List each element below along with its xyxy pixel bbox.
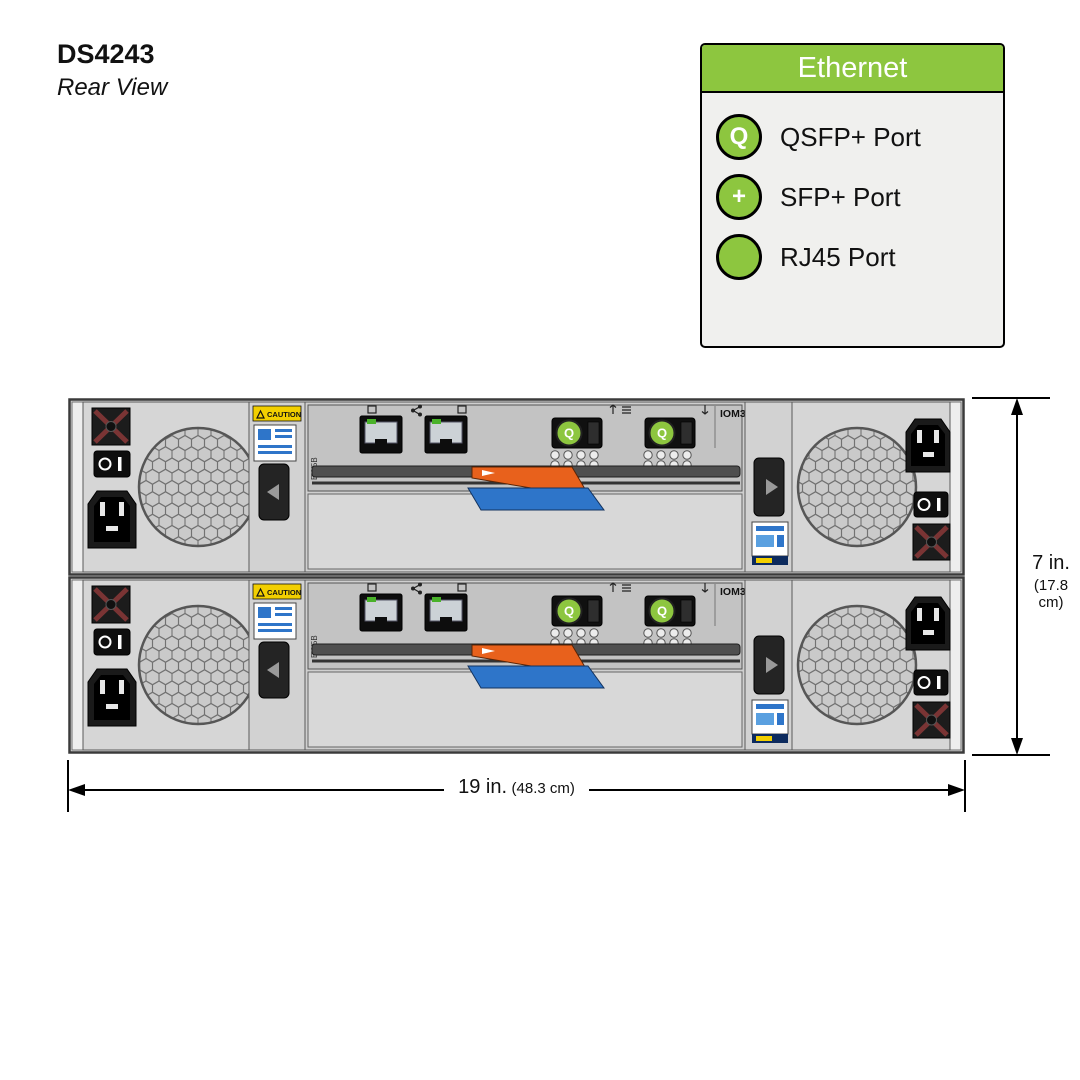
title-block: DS4243 Rear View — [57, 39, 168, 102]
legend-label-rj45: RJ45 Port — [780, 241, 896, 272]
sfp-port-icon: + — [716, 174, 762, 220]
arrowhead-down-icon — [1011, 738, 1023, 755]
shelf-bottom — [70, 578, 964, 753]
legend-item-rj45: RJ45 Port — [702, 227, 1003, 287]
height-value: 7 in. — [1032, 552, 1070, 574]
chassis-svg: Q — [68, 398, 965, 754]
legend: Ethernet Q QSFP+ Port + SFP+ Port RJ45 P… — [700, 43, 1005, 348]
width-metric: (48.3 cm) — [511, 780, 575, 797]
chassis-rear-view: Q — [68, 398, 965, 754]
width-dimension-label: 19 in. (48.3 cm) — [68, 776, 965, 799]
dimension-height — [972, 397, 1050, 756]
shelf-top — [70, 400, 964, 575]
legend-label-sfp: SFP+ Port — [780, 181, 901, 212]
legend-item-sfp: + SFP+ Port — [702, 167, 1003, 227]
rj45-port-icon — [716, 234, 762, 280]
page-title: DS4243 — [57, 39, 155, 69]
height-metric: (17.8 cm) — [1033, 577, 1069, 611]
width-value: 19 in. — [458, 776, 508, 798]
arrowhead-right-icon — [948, 784, 965, 796]
arrowhead-up-icon — [1011, 398, 1023, 415]
arrowhead-left-icon — [68, 784, 85, 796]
qsfp-port-icon: Q — [716, 114, 762, 160]
legend-header: Ethernet — [702, 45, 1003, 93]
page-subtitle: Rear View — [57, 73, 168, 101]
legend-label-qsfp: QSFP+ Port — [780, 121, 921, 152]
legend-items: Q QSFP+ Port + SFP+ Port RJ45 Port — [702, 107, 1003, 287]
height-dimension-label: 7 in. (17.8 cm) — [1020, 552, 1080, 611]
legend-item-qsfp: Q QSFP+ Port — [702, 107, 1003, 167]
